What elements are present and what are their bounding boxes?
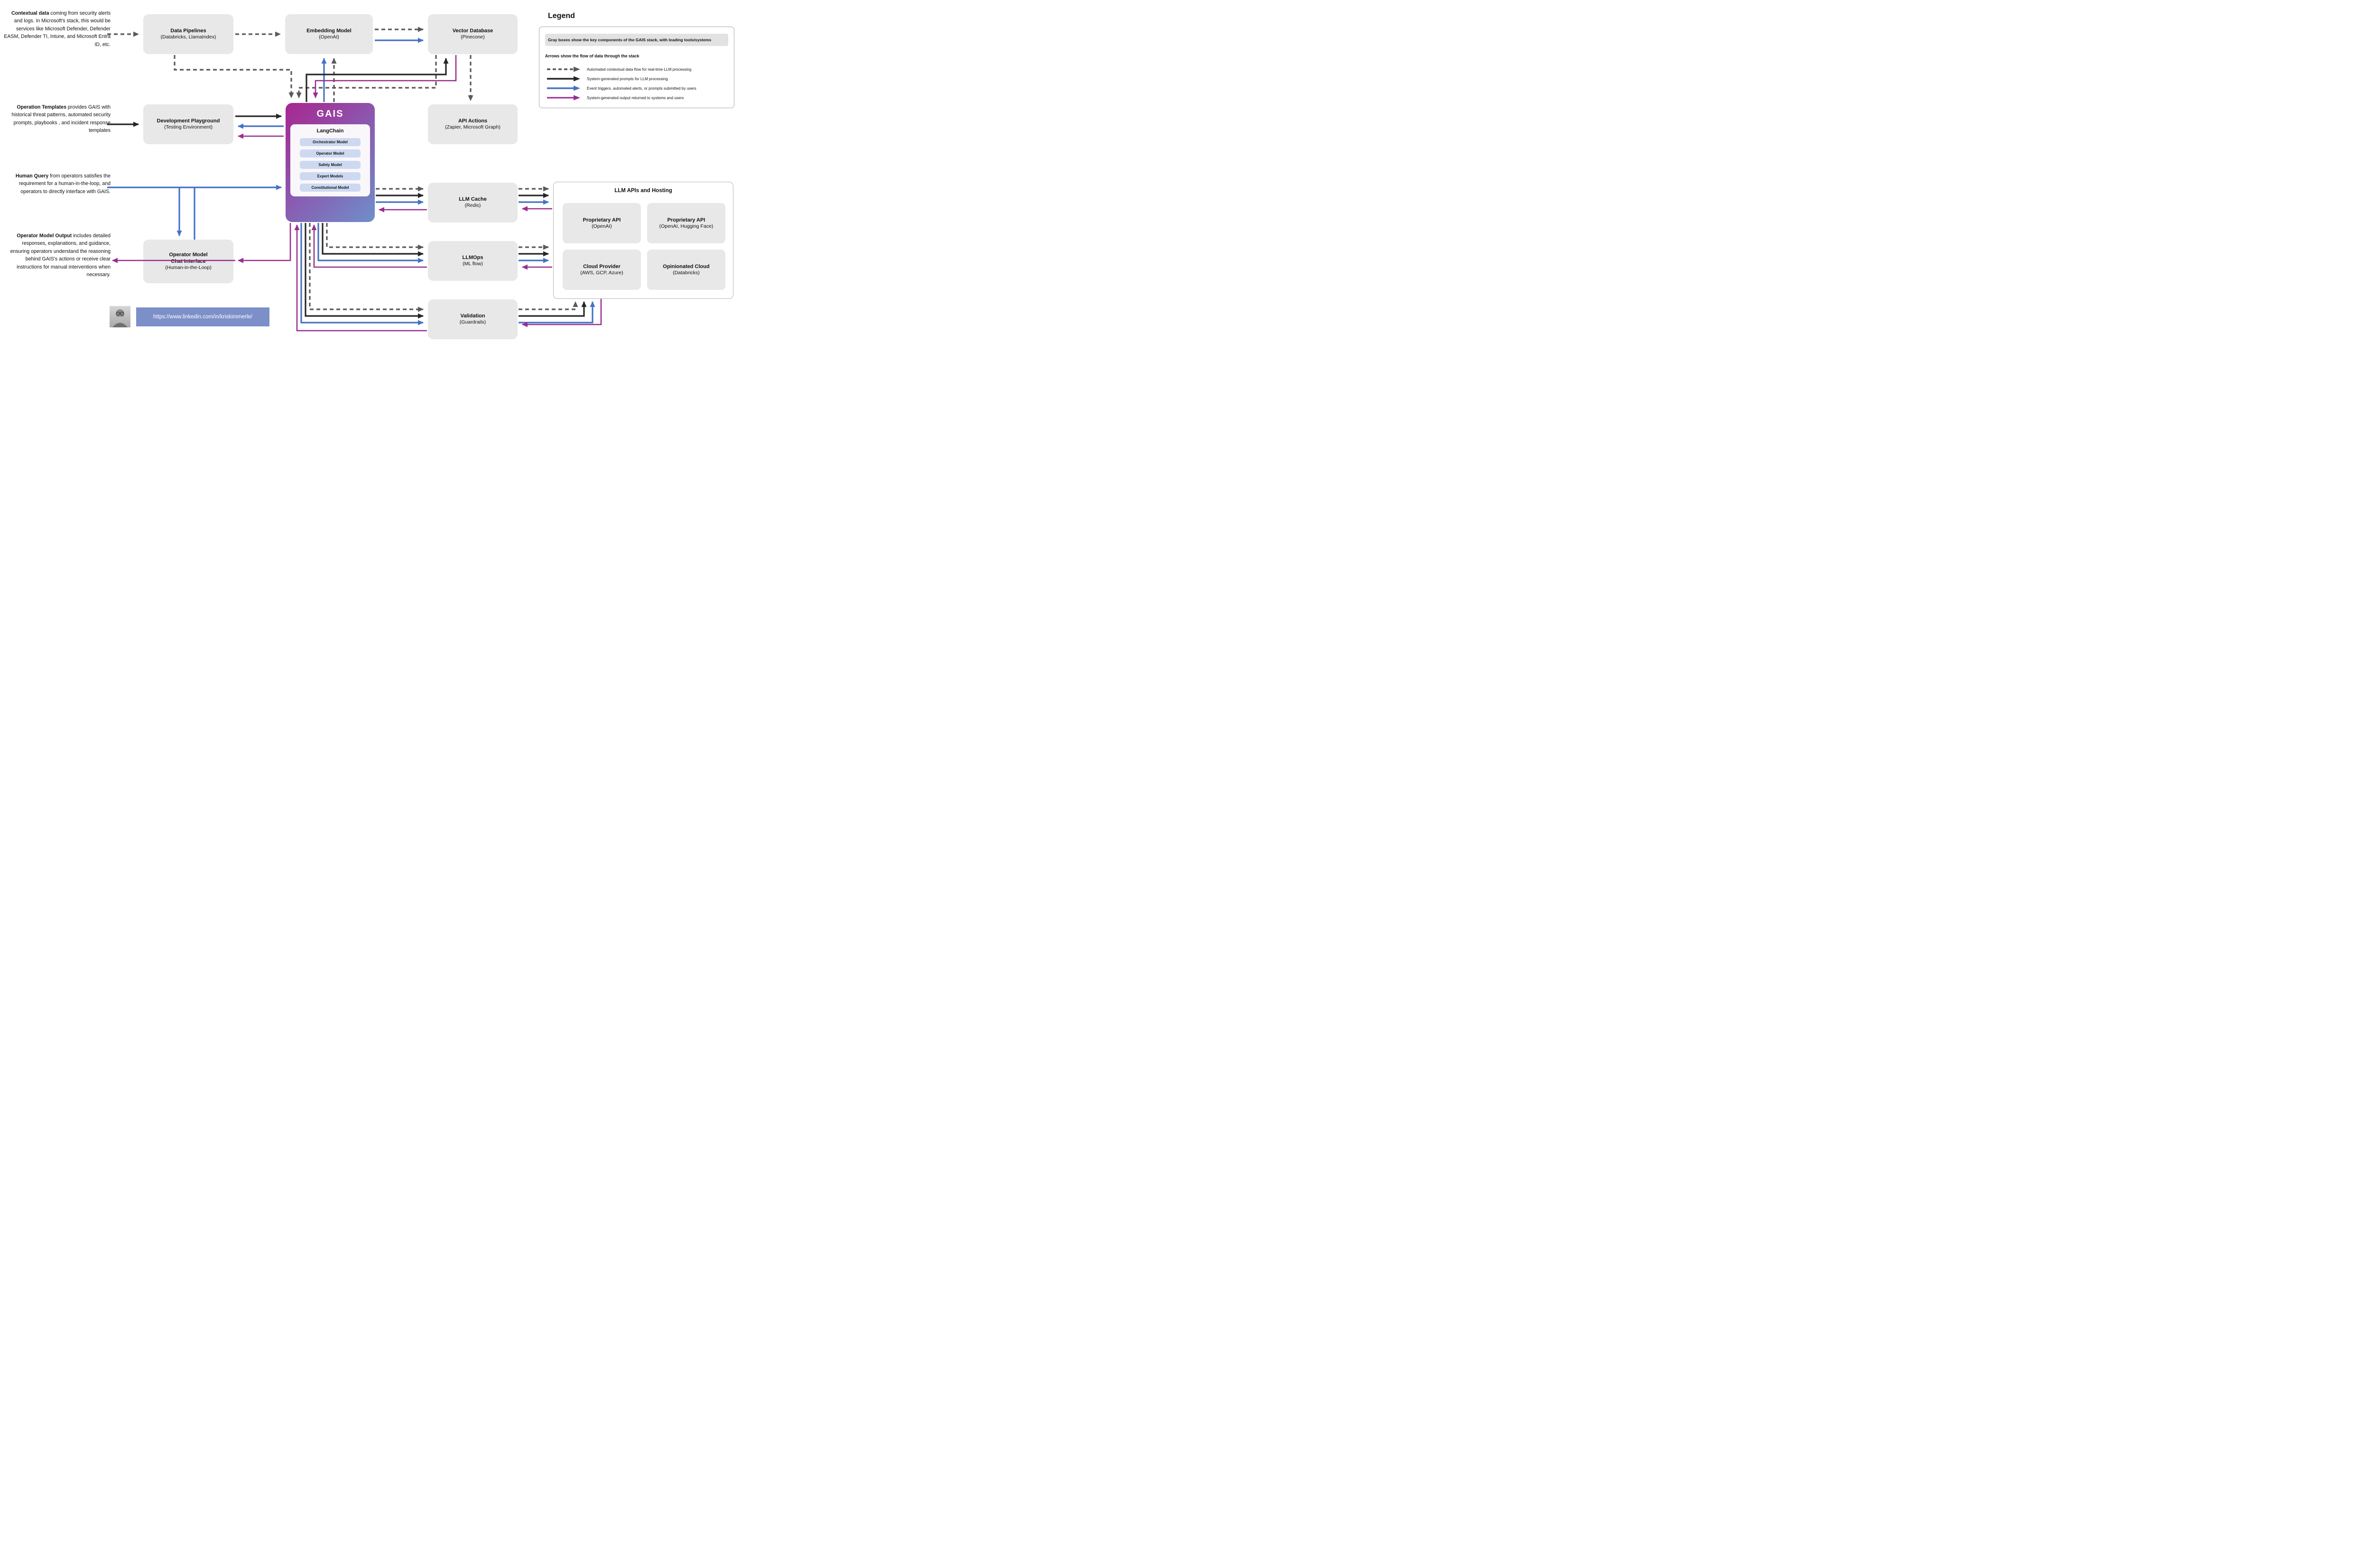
cell-title: Proprietary API xyxy=(583,217,621,223)
model-pill-operator: Operator Model xyxy=(300,149,361,158)
box-subtitle: (Guardrails) xyxy=(459,319,486,325)
legend-item-solid-black: System-generated prompts for LLM process… xyxy=(546,75,668,82)
legend-item-dashed-gray: Automated contextual data flow for real-… xyxy=(546,66,691,73)
dashed-gray-arrow-icon xyxy=(547,66,580,72)
box-title: Data Pipelines xyxy=(170,28,206,34)
note-lead: Human Query xyxy=(15,173,49,179)
cell-subtitle: (OpenAI) xyxy=(592,223,612,229)
box-title: Operator Model xyxy=(169,251,208,258)
note-contextual-data: Contextual data coming from security ale… xyxy=(4,9,111,48)
note-body: coming from security alerts and logs. In… xyxy=(4,10,111,47)
note-lead: Operation Templates xyxy=(17,104,66,110)
legend-title: Legend xyxy=(548,12,575,20)
box-title: Chat Interface xyxy=(171,259,206,265)
cell-cloud-provider: Cloud Provider (AWS, GCP, Azure) xyxy=(563,250,641,290)
linkedin-url[interactable]: https://www.linkedin.com/in/kriskimmerle… xyxy=(153,314,252,320)
legend-label: System-generated output returned to syst… xyxy=(587,95,684,100)
box-title: Vector Database xyxy=(452,28,493,34)
cell-title: Cloud Provider xyxy=(583,263,621,269)
gais-box: GAIS LangChain Orchestrator Model Operat… xyxy=(286,103,375,222)
box-development-playground: Development Playground (Testing Environm… xyxy=(143,104,233,144)
panel-title: LLM APIs and Hosting xyxy=(614,188,672,194)
llm-apis-hosting-panel: LLM APIs and Hosting Proprietary API (Op… xyxy=(553,182,733,299)
cell-subtitle: (Databricks) xyxy=(673,269,700,276)
langchain-panel: LangChain Orchestrator Model Operator Mo… xyxy=(290,124,370,196)
box-operator-chat-interface: Operator Model Chat Interface (Human-in-… xyxy=(143,240,233,283)
box-embedding-model: Embedding Model (OpenAI) xyxy=(285,14,373,54)
note-operator-model-output: Operator Model Output includes detailed … xyxy=(4,232,111,278)
box-title: Development Playground xyxy=(157,118,220,124)
note-human-query: Human Query from operators satisfies the… xyxy=(4,172,111,195)
cell-opinionated-cloud: Opinionated Cloud (Databricks) xyxy=(647,250,725,290)
box-subtitle: (ML flow) xyxy=(463,261,483,267)
legend-item-solid-purple: System-generated output returned to syst… xyxy=(546,94,684,101)
cell-title: Opinionated Cloud xyxy=(663,263,710,269)
box-data-pipelines: Data Pipelines (Databricks, LlamaIndex) xyxy=(143,14,233,54)
model-pill-safety: Safety Model xyxy=(300,161,361,169)
black-arrow-icon xyxy=(547,76,580,82)
cell-title: Proprietary API xyxy=(667,217,705,223)
linkedin-link-bar[interactable]: https://www.linkedin.com/in/kriskimmerle… xyxy=(136,307,269,326)
note-lead: Contextual data xyxy=(11,10,49,16)
legend-arrows-note: Arrows show the flow of data through the… xyxy=(545,54,639,58)
diagram-canvas: Contextual data coming from security ale… xyxy=(0,0,740,343)
gais-title: GAIS xyxy=(316,109,344,119)
box-subtitle: (Testing Environment) xyxy=(164,124,213,130)
box-subtitle: (Human-in-the-Loop) xyxy=(165,265,212,271)
legend-label: Event triggers, automated alerts, or pro… xyxy=(587,86,696,91)
box-subtitle: (Redis) xyxy=(464,203,481,209)
box-subtitle: (OpenAI) xyxy=(319,34,339,40)
box-api-actions: API Actions (Zapier, Microsoft Graph) xyxy=(428,104,518,144)
cell-subtitle: (OpenAI, Hugging Face) xyxy=(659,223,713,229)
note-body: from operators satisfies the requirement… xyxy=(19,173,111,195)
box-vector-database: Vector Database (Pinecone) xyxy=(428,14,518,54)
note-operation-templates: Operation Templates provides GAIS with h… xyxy=(4,103,111,135)
cell-subtitle: (AWS, GCP, Azure) xyxy=(580,269,623,276)
model-pill-orchestrator: Orchestrator Model xyxy=(300,138,361,146)
box-subtitle: (Databricks, LlamaIndex) xyxy=(160,34,216,40)
legend-box: Gray boxes show the key components of th… xyxy=(539,27,734,108)
box-title: API Actions xyxy=(458,118,488,124)
box-title: Validation xyxy=(460,313,485,319)
legend-label: System-generated prompts for LLM process… xyxy=(587,76,668,81)
model-pill-constitutional: Constitutional Model xyxy=(300,184,361,192)
box-llmops: LLMOps (ML flow) xyxy=(428,241,518,281)
model-pill-expert: Expert Models xyxy=(300,172,361,180)
legend-label: Automated contextual data flow for real-… xyxy=(587,67,692,72)
box-llm-cache: LLM Cache (Redis) xyxy=(428,183,518,223)
box-subtitle: (Zapier, Microsoft Graph) xyxy=(445,124,500,130)
cell-proprietary-api-openai: Proprietary API (OpenAI) xyxy=(563,203,641,243)
box-title: LLMOps xyxy=(462,255,483,261)
box-title: LLM Cache xyxy=(459,196,487,203)
author-portrait-photo xyxy=(110,306,130,327)
note-body: provides GAIS with historical threat pat… xyxy=(11,104,111,134)
note-lead: Operator Model Output xyxy=(17,233,72,239)
blue-arrow-icon xyxy=(547,85,580,91)
legend-gray-note: Gray boxes show the key components of th… xyxy=(545,34,728,46)
legend-item-solid-blue: Event triggers, automated alerts, or pro… xyxy=(546,85,696,92)
box-validation: Validation (Guardrails) xyxy=(428,299,518,339)
note-body: includes detailed responses, explanation… xyxy=(10,233,111,278)
langchain-title: LangChain xyxy=(316,128,344,134)
purple-arrow-icon xyxy=(547,95,580,101)
box-subtitle: (Pinecone) xyxy=(461,34,485,40)
cell-proprietary-api-hf: Proprietary API (OpenAI, Hugging Face) xyxy=(647,203,725,243)
box-title: Embedding Model xyxy=(306,28,352,34)
